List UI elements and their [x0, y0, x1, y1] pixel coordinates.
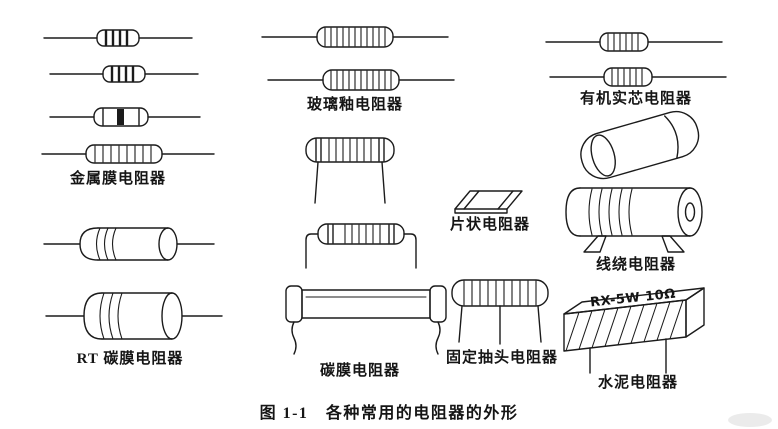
label-metal-film: 金属膜电阻器: [69, 171, 166, 187]
metal-film-resistor-medium-icon: [49, 107, 201, 127]
chip-resistor-icon: [454, 190, 523, 214]
metal-film-resistor-large-icon: [41, 144, 215, 164]
label-wirewound: 线绕电阻器: [595, 257, 676, 273]
rt-carbon-resistor-large-icon: [45, 292, 223, 340]
watermark-smudge: [728, 413, 772, 427]
fixed-tap-resistor-icon: [451, 279, 549, 345]
carbon-film-resistor-large-icon: [285, 285, 447, 355]
label-glass-glaze: 玻璃釉电阻器: [306, 97, 403, 113]
label-organic-solid: 有机实芯电阻器: [579, 91, 692, 107]
wirewound-tube-icon: [580, 110, 700, 180]
organic-solid-resistor-1-icon: [545, 32, 723, 52]
metal-film-resistor-small-1-icon: [43, 29, 193, 47]
label-cement: 水泥电阻器: [597, 375, 678, 391]
wirewound-resistor-icon: [565, 187, 703, 253]
rt-carbon-resistor-small-icon: [43, 227, 215, 261]
glass-glaze-resistor-1-icon: [261, 26, 449, 48]
label-carbon-film: 碳膜电阻器: [319, 363, 400, 379]
glass-glaze-resistor-2-icon: [267, 69, 455, 91]
label-chip: 片状电阻器: [449, 217, 530, 233]
figure-caption: 图 1-1 各种常用的电阻器的外形: [259, 405, 519, 422]
organic-solid-resistor-2-icon: [549, 67, 727, 87]
label-fixed-tap: 固定抽头电阻器: [445, 350, 558, 366]
ribbed-radial-resistor-1-icon: [305, 137, 395, 204]
label-rt-carbon: RT 碳膜电阻器: [76, 351, 184, 367]
ribbed-radial-resistor-2-icon: [305, 223, 417, 269]
metal-film-resistor-small-2-icon: [49, 65, 199, 83]
cement-resistor-icon: [563, 287, 705, 374]
